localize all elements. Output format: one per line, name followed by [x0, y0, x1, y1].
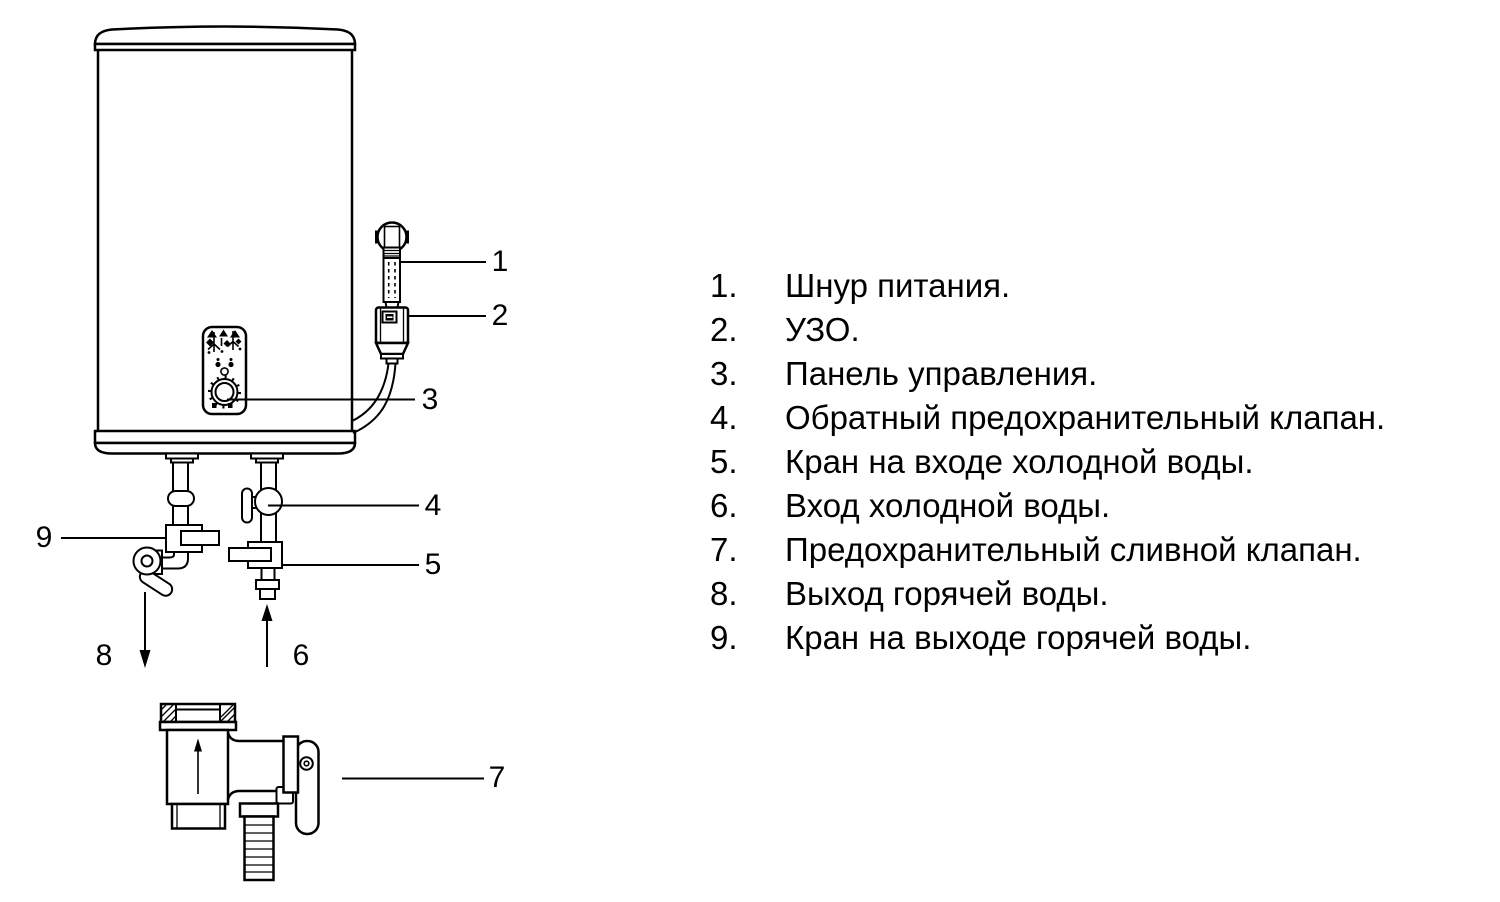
- inlet-valve-handle: [228, 547, 272, 562]
- leader-lines: [61, 261, 486, 780]
- legend-item-text: Кран на входе холодной воды.: [785, 443, 1254, 480]
- check-valve-body: [254, 487, 283, 516]
- legend-item-number: 2.: [710, 311, 738, 348]
- safety-drain-valve-detail: [158, 702, 320, 882]
- hot-water-outlet-assembly: [132, 462, 220, 597]
- cold-water-inlet-assembly: [228, 462, 283, 600]
- legend-item-3: 3. Панель управления.: [710, 352, 1385, 396]
- callout-6: 6: [292, 639, 310, 672]
- legend-item-2: 2. УЗО.: [710, 308, 1385, 352]
- drain-spout: [243, 815, 275, 882]
- hot-outlet-valve-handle: [180, 530, 220, 546]
- legend-item-text: Предохранительный сливной клапан.: [785, 531, 1362, 568]
- legend-item-5: 5. Кран на входе холодной воды.: [710, 440, 1385, 484]
- legend-item-number: 6.: [710, 487, 738, 524]
- legend-item-text: Вход холодной воды.: [785, 487, 1111, 524]
- power-plug: [375, 221, 409, 259]
- control-panel: [201, 325, 248, 416]
- legend-item-6: 6. Вход холодной воды.: [710, 484, 1385, 528]
- rcd-device: [374, 306, 410, 365]
- callout-9: 9: [35, 521, 53, 554]
- callout-4: 4: [424, 489, 442, 522]
- legend-item-number: 8.: [710, 575, 738, 612]
- legend-item-number: 3.: [710, 355, 738, 392]
- callout-2: 2: [491, 299, 509, 332]
- callout-7: 7: [488, 761, 506, 794]
- cold-water-flow-arrow: [261, 604, 273, 667]
- legend-item-text: Кран на выходе горячей воды.: [785, 619, 1252, 656]
- callout-3: 3: [421, 383, 439, 416]
- indicator-light: [220, 367, 229, 376]
- legend-item-1: 1. Шнур питания.: [710, 264, 1385, 308]
- legend: 1. Шнур питания. 2. УЗО. 3. Панель управ…: [710, 264, 1385, 660]
- legend-item-text: Панель управления.: [785, 355, 1098, 392]
- legend-item-9: 9. Кран на выходе горячей воды.: [710, 616, 1385, 660]
- legend-item-number: 4.: [710, 399, 738, 436]
- legend-item-number: 1.: [710, 267, 738, 304]
- legend-item-number: 7.: [710, 531, 738, 568]
- frost-pattern-decoration: [206, 329, 242, 354]
- callout-8: 8: [95, 639, 113, 672]
- legend-item-number: 9.: [710, 619, 738, 656]
- callout-5: 5: [424, 548, 442, 581]
- legend-item-8: 8. Выход горячей воды.: [710, 572, 1385, 616]
- legend-item-number: 5.: [710, 443, 738, 480]
- legend-item-text: Обратный предохранительный клапан.: [785, 399, 1386, 436]
- check-valve-lever: [241, 487, 253, 524]
- hot-water-flow-arrow: [139, 592, 151, 668]
- drain-valve-lever: [294, 739, 320, 836]
- callout-1: 1: [491, 245, 509, 278]
- legend-item-text: Шнур питания.: [785, 267, 1011, 304]
- legend-item-text: УЗО.: [785, 311, 860, 348]
- legend-item-7: 7. Предохранительный сливной клапан.: [710, 528, 1385, 572]
- legend-item-4: 4. Обратный предохранительный клапан.: [710, 396, 1385, 440]
- mode-icons: [215, 358, 234, 368]
- lever-screw: [299, 756, 314, 771]
- legend-item-text: Выход горячей воды.: [785, 575, 1109, 612]
- pipe-union: [167, 490, 195, 507]
- water-heater-tank: [93, 25, 357, 464]
- tap-head: [132, 546, 162, 576]
